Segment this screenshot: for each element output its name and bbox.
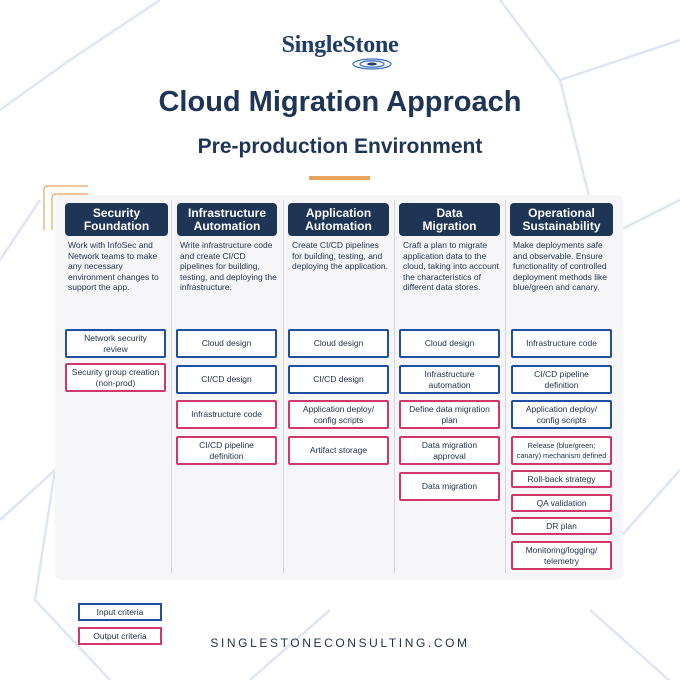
- input-criteria-box: Cloud design: [288, 329, 389, 358]
- output-criteria-box: Artifact storage: [288, 436, 389, 465]
- output-criteria-box: CI/CD pipeline definition: [176, 436, 277, 465]
- output-criteria-box: Roll-back strategy: [511, 470, 612, 488]
- output-criteria-box: Data migration: [399, 472, 500, 501]
- output-criteria-box: Infrastructure code: [176, 400, 277, 429]
- column-description: Craft a plan to migrate application data…: [403, 240, 499, 293]
- accent-underline: [309, 176, 370, 180]
- column-divider: [394, 200, 395, 573]
- output-criteria-box: Define data migration plan: [399, 400, 500, 429]
- input-criteria-box: CI/CD pipeline definition: [511, 365, 612, 394]
- output-criteria-box: Data migration approval: [399, 436, 500, 465]
- input-criteria-box: Cloud design: [399, 329, 500, 358]
- column-description: Create CI/CD pipelines for building, tes…: [292, 240, 388, 272]
- page-subtitle: Pre-production Environment: [197, 135, 483, 158]
- column-divider: [171, 200, 172, 573]
- column-description: Make deployments safe and observable. En…: [513, 240, 608, 293]
- input-criteria-box: CI/CD design: [176, 365, 277, 394]
- output-criteria-box: Release (blue/green; canary) mechanism d…: [511, 436, 612, 465]
- column-divider: [505, 200, 506, 573]
- output-criteria-box: Monitoring/logging/ telemetry: [511, 541, 612, 570]
- output-criteria-box: QA validation: [511, 494, 612, 512]
- page-title: Cloud Migration Approach: [158, 86, 522, 118]
- column-divider: [283, 200, 284, 573]
- legend-input-criteria: Input criteria: [78, 603, 162, 621]
- output-criteria-box: Security group creation (non-prod): [65, 363, 166, 392]
- website-url: SINGLESTONECONSULTING.COM: [210, 636, 470, 650]
- output-criteria-box: DR plan: [511, 517, 612, 535]
- input-criteria-box: Cloud design: [176, 329, 277, 358]
- output-criteria-box: Application deploy/ config scripts: [288, 400, 389, 429]
- legend-output-criteria: Output criteria: [78, 627, 162, 645]
- input-criteria-box: CI/CD design: [288, 365, 389, 394]
- input-criteria-box: Network security review: [65, 329, 166, 358]
- input-criteria-box: Infrastructure code: [511, 329, 612, 358]
- column-description: Write infrastructure code and create CI/…: [180, 240, 277, 293]
- column-description: Work with InfoSec and Network teams to m…: [68, 240, 159, 293]
- input-criteria-box: Application deploy/ config scripts: [511, 400, 612, 429]
- singlestone-logo: SingleStone: [281, 32, 399, 58]
- ripple-logo-icon: [352, 58, 392, 70]
- input-criteria-box: Infrastructure automation: [399, 365, 500, 394]
